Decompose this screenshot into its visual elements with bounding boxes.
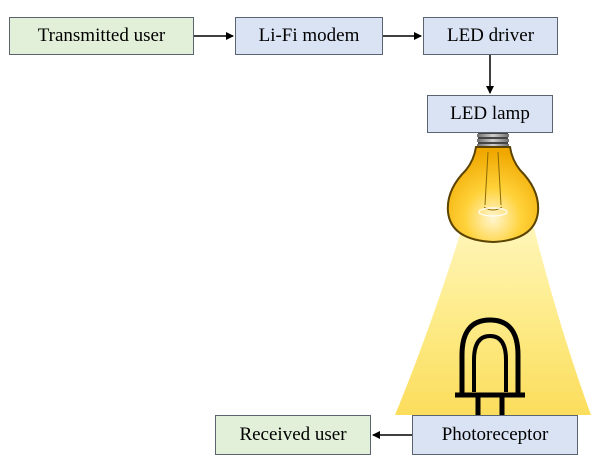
led-lamp-box: LED lamp: [427, 95, 553, 133]
transmitted-user-label: Transmitted user: [37, 25, 166, 46]
led-lamp-label: LED lamp: [450, 103, 530, 124]
photodiode-icon: [455, 317, 525, 415]
received-user-box: Received user: [215, 415, 371, 455]
lifi-modem-box: Li-Fi modem: [235, 17, 383, 55]
photoreceptor-label: Photoreceptor: [441, 424, 549, 445]
led-driver-label: LED driver: [446, 25, 535, 46]
received-user-label: Received user: [239, 424, 347, 445]
photoreceptor-box: Photoreceptor: [412, 415, 578, 455]
led-driver-box: LED driver: [423, 17, 558, 55]
light-bulb-icon: [446, 133, 540, 244]
transmitted-user-box: Transmitted user: [9, 17, 194, 55]
lifi-modem-label: Li-Fi modem: [258, 25, 360, 46]
